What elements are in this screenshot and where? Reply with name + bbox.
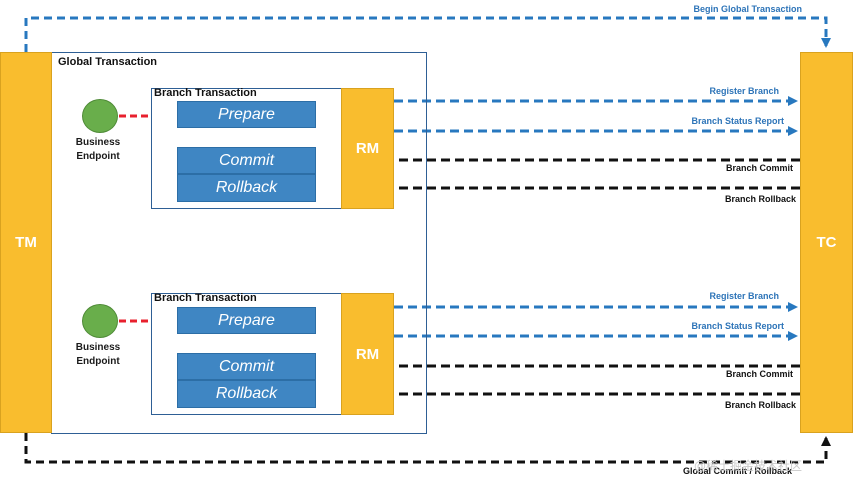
branch-commit-label: Branch Commit [725, 163, 793, 173]
commit-box: Commit [177, 147, 316, 174]
prepare-box: Prepare [177, 307, 316, 334]
tc-label: TC [816, 234, 837, 251]
rollback-box: Rollback [177, 174, 316, 202]
tc-actor: TC [800, 52, 853, 433]
watermark: @稀土掘金技术社区 [694, 459, 803, 473]
rollback-label: Rollback [215, 385, 278, 402]
begin-global-label: Begin Global Transaction [693, 4, 802, 14]
tm-actor: TM [0, 52, 52, 433]
rm-label: RM [355, 345, 380, 363]
prepare-label: Prepare [218, 311, 275, 329]
begin-global-arrow [24, 16, 831, 52]
status-report-label: Branch Status Report [691, 116, 784, 126]
commit-label: Commit [218, 357, 275, 375]
business-endpoint-icon [82, 304, 118, 338]
business-endpoint-label: Business Endpoint [75, 342, 121, 367]
rm-box: RM [341, 88, 394, 209]
rollback-box: Rollback [177, 380, 316, 408]
branch-rollback-label: Branch Rollback [724, 194, 796, 204]
rm-label: RM [355, 140, 380, 157]
business-endpoint-label: Business Endpoint [75, 137, 121, 162]
prepare-label: Prepare [218, 105, 275, 123]
tm-label: TM [15, 234, 37, 251]
rm-box: RM [341, 293, 394, 415]
branch-transaction-title: Branch Transaction [154, 87, 257, 99]
prepare-box: Prepare [177, 101, 316, 128]
register-branch-label: Register Branch [709, 291, 779, 301]
global-commit-label: Global Commit / Rollback [683, 466, 793, 476]
branch-commit-label: Branch Commit [725, 369, 793, 379]
rollback-label: Rollback [215, 179, 278, 196]
commit-box: Commit [177, 353, 316, 380]
register-branch-label: Register Branch [709, 86, 779, 96]
global-transaction-label: Global Transaction [58, 56, 158, 68]
global-commit-arrow [24, 433, 831, 464]
business-endpoint-icon [82, 99, 118, 133]
status-report-label: Branch Status Report [691, 321, 784, 331]
branch-transaction-title: Branch Transaction [154, 292, 257, 304]
branch-rollback-label: Branch Rollback [724, 400, 796, 410]
commit-label: Commit [218, 151, 275, 169]
